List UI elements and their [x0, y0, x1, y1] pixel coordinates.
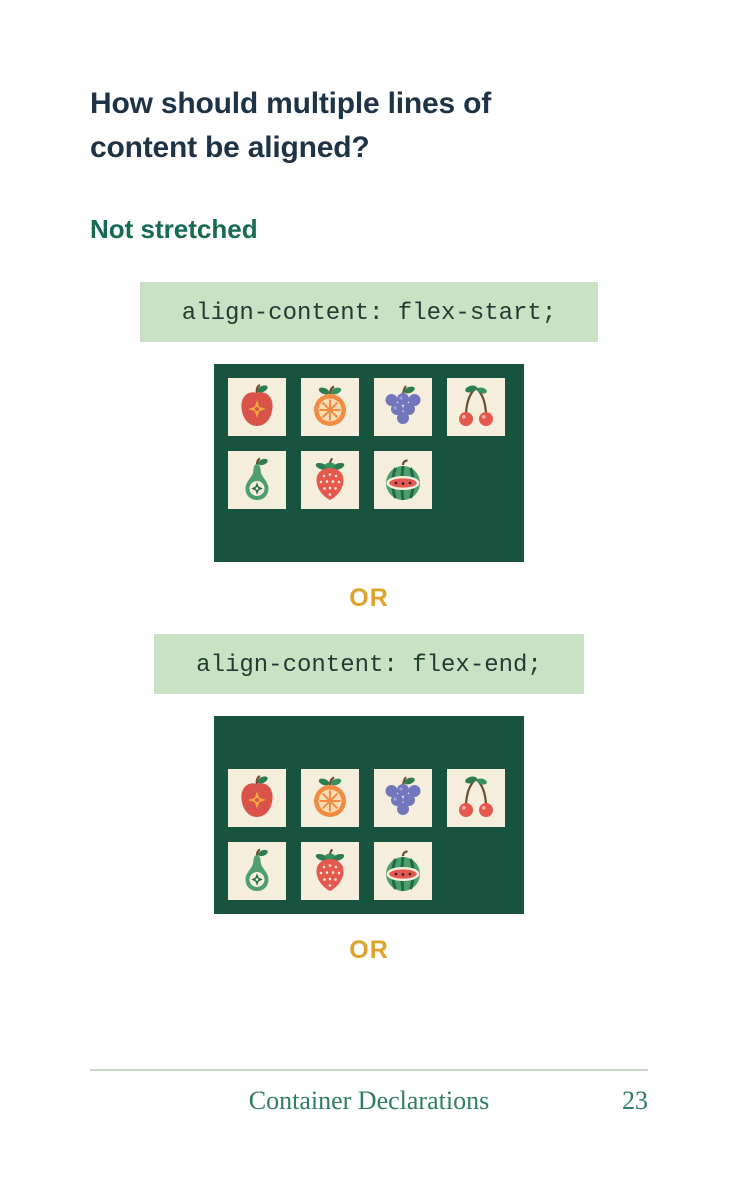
fruit-tile-strawberry [301, 451, 359, 509]
watermelon-icon [379, 847, 427, 895]
strawberry-icon [306, 847, 354, 895]
apple-icon [233, 383, 281, 431]
flex-container-flex-end [214, 716, 524, 914]
fruit-tile-cherries [447, 378, 505, 436]
fruit-tile-orange [301, 769, 359, 827]
cherries-icon [452, 774, 500, 822]
section-heading: Not stretched [90, 214, 258, 244]
fruit-tile-grapes [374, 378, 432, 436]
footer-section-title: Container Declarations [248, 1086, 490, 1115]
apple-icon [233, 774, 281, 822]
orange-icon [306, 774, 354, 822]
code-block-flex-start: align-content: flex-start; [139, 282, 599, 342]
orange-icon [306, 383, 354, 431]
fruit-tile-strawberry [301, 842, 359, 900]
fruit-tile-apple [228, 769, 286, 827]
footer-divider: Container Declarations 23 [90, 1069, 648, 1116]
or-label: OR [349, 936, 389, 964]
code-text-flex-end: align-content: flex-end; [196, 652, 542, 679]
footer: Container Declarations 23 [90, 1086, 648, 1116]
fruit-tile-pear [228, 842, 286, 900]
fruit-tile-watermelon [374, 842, 432, 900]
or-label: OR [349, 584, 389, 612]
grapes-icon [379, 383, 427, 431]
fruit-tile-grapes [374, 769, 432, 827]
example-flex-start: align-content: flex-start; OR [0, 245, 738, 613]
page-title: How should multiple lines of content be … [90, 87, 492, 164]
code-block-flex-end: align-content: flex-end; [154, 634, 584, 694]
fruit-tile-pear [228, 451, 286, 509]
code-text-flex-start: align-content: flex-start; [181, 300, 557, 327]
fruit-tile-orange [301, 378, 359, 436]
strawberry-icon [306, 456, 354, 504]
watermelon-icon [379, 456, 427, 504]
fruit-tile-watermelon [374, 451, 432, 509]
example-flex-end: align-content: flex-end; OR [0, 613, 738, 965]
pear-icon [233, 847, 281, 895]
book-page: How should multiple lines of content be … [0, 82, 738, 1196]
cherries-icon [452, 383, 500, 431]
flex-container-flex-start [214, 364, 524, 562]
pear-icon [233, 456, 281, 504]
page-number: 23 [622, 1086, 648, 1115]
fruit-tile-cherries [447, 769, 505, 827]
grapes-icon [379, 774, 427, 822]
fruit-tile-apple [228, 378, 286, 436]
